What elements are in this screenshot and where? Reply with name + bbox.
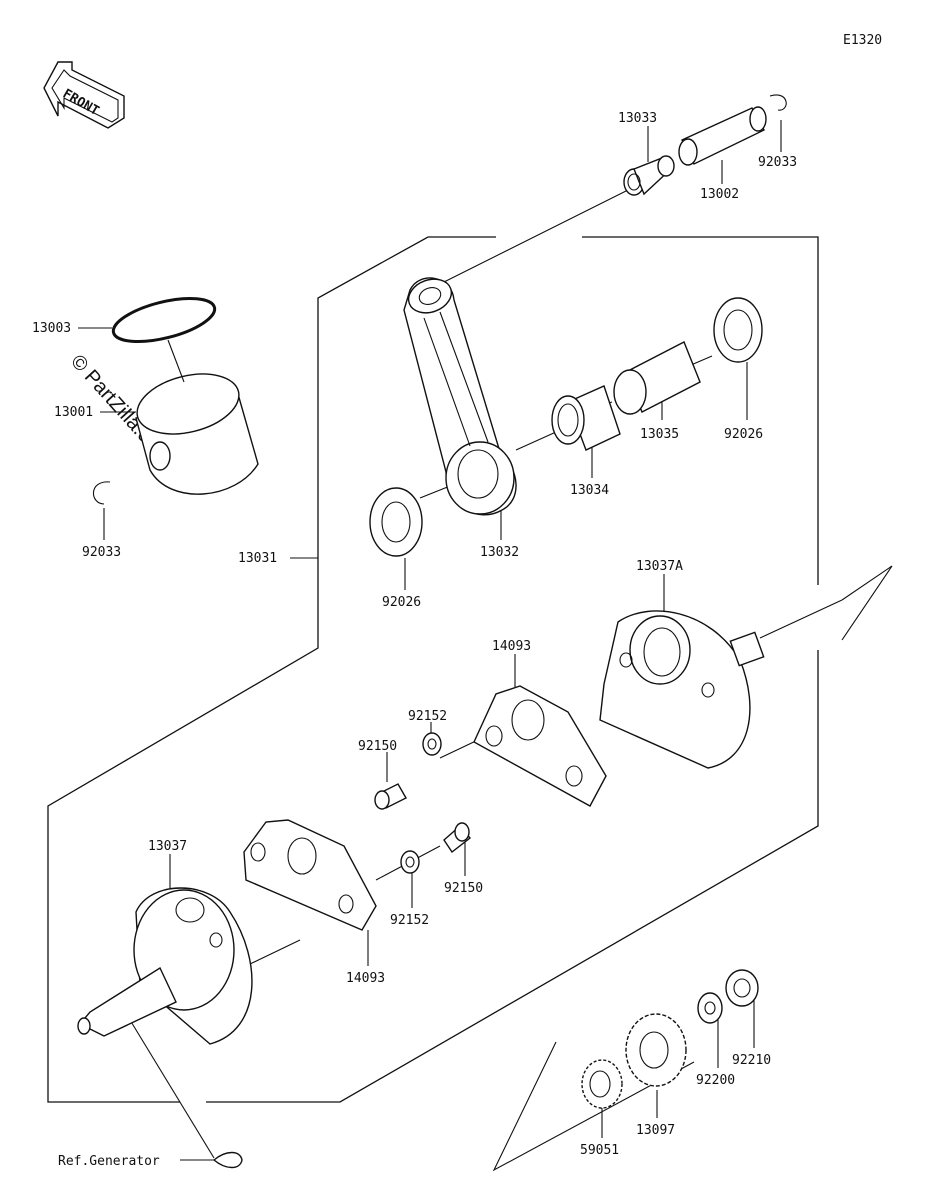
- label-13001: 13001: [54, 405, 93, 420]
- label-92150-bottom: 92150: [444, 881, 483, 896]
- label-13097: 13097: [636, 1123, 675, 1138]
- label-14093-top: 14093: [492, 639, 531, 654]
- piston-ring-13003: [111, 296, 217, 344]
- gear-13097: [625, 1013, 687, 1087]
- crank-half-13037A: [599, 610, 765, 769]
- thrust-washer-92026-right: [713, 297, 763, 363]
- label-13035: 13035: [640, 427, 679, 442]
- label-92033-left: 92033: [82, 545, 121, 560]
- label-13003: 13003: [32, 321, 71, 336]
- label-92152-top: 92152: [408, 709, 447, 724]
- label-92026-left: 92026: [382, 595, 421, 610]
- label-13033: 13033: [618, 111, 657, 126]
- ref-generator-marker: [212, 1151, 243, 1169]
- piston-pin-13002: [678, 106, 767, 166]
- label-13034: 13034: [570, 483, 609, 498]
- needle-bearing-13033: [623, 155, 675, 196]
- piston-13001: [135, 339, 259, 495]
- label-13032: 13032: [480, 545, 519, 560]
- gear-59051: [581, 1059, 623, 1109]
- label-13037A: 13037A: [636, 559, 683, 574]
- label-92210: 92210: [732, 1053, 771, 1068]
- circlip-92033-left: [92, 481, 111, 505]
- leader-lines: [78, 120, 782, 1161]
- label-92026-right: 92026: [724, 427, 763, 442]
- thrust-washer-92026-left: [369, 487, 423, 557]
- label-13031: 13031: [238, 551, 277, 566]
- label-92033-top: 92033: [758, 155, 797, 170]
- nut-92210: [725, 969, 759, 1007]
- label-92200: 92200: [696, 1073, 735, 1088]
- label-59051: 59051: [580, 1143, 619, 1158]
- center-lines: [249, 189, 893, 1172]
- label-13002: 13002: [700, 187, 739, 202]
- label-92152-bottom: 92152: [390, 913, 429, 928]
- counterweight-14093-top: [473, 685, 607, 807]
- assembly-frame: [47, 236, 819, 1103]
- washer-92200: [697, 992, 723, 1024]
- label-14093-bottom: 14093: [346, 971, 385, 986]
- crank-half-13037: [77, 887, 253, 1045]
- connecting-rod-13032: [403, 277, 517, 516]
- ref-generator-label: Ref.Generator: [58, 1154, 160, 1169]
- bolt-92150-top: [374, 783, 407, 810]
- front-arrow-icon: FRONT: [43, 61, 125, 129]
- diagram-code: E1320: [843, 33, 882, 48]
- washer-92152-top: [422, 732, 442, 756]
- counterweight-14093-bottom: [243, 819, 377, 931]
- label-92150-top: 92150: [358, 739, 397, 754]
- label-13037: 13037: [148, 839, 187, 854]
- washer-92152-bottom: [400, 850, 420, 874]
- crank-pin-13035: [613, 341, 701, 415]
- needle-bearing-13034: [551, 385, 621, 451]
- bolt-92150-bottom: [443, 822, 472, 854]
- circlip-92033-top: [769, 94, 787, 111]
